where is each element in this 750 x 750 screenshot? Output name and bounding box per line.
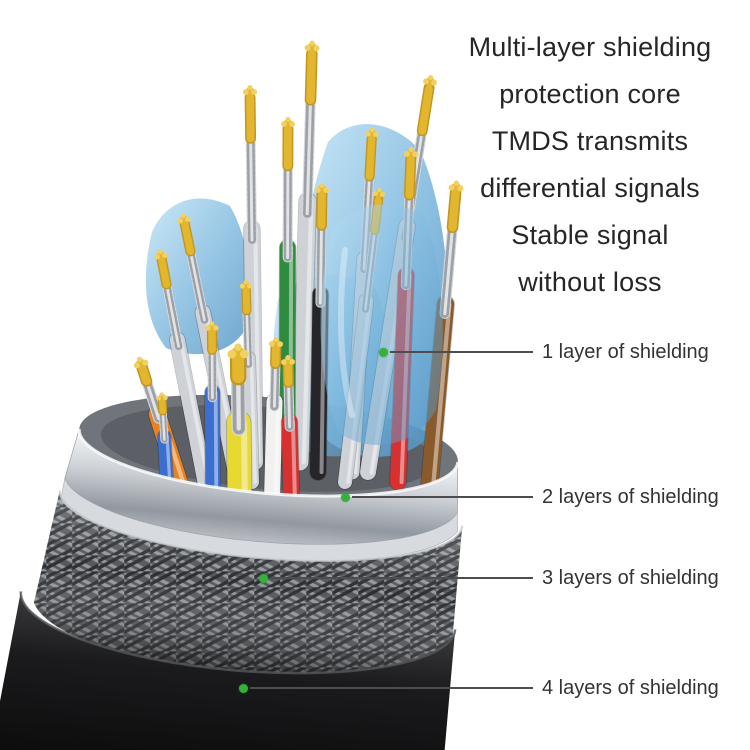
headline: Multi-layer shielding protection core TM… — [415, 24, 750, 306]
callout-leader-line — [390, 351, 533, 353]
headline-line: without loss — [518, 267, 662, 297]
callout-2-layers: 2 layers of shielding — [341, 483, 719, 511]
callout-3-layers: 3 layers of shielding — [259, 564, 719, 592]
callout-label: 4 layers of shielding — [542, 676, 719, 699]
headline-line: protection core — [499, 79, 681, 109]
callout-label: 3 layers of shielding — [542, 566, 719, 589]
callout-leader-line — [352, 496, 533, 498]
headline-line: TMDS transmits — [491, 126, 689, 156]
foil-shield-layer — [61, 428, 460, 562]
callout-label: 2 layers of shielding — [542, 485, 719, 508]
callout-leader-line — [270, 577, 533, 579]
callout-4-layers: 4 layers of shielding — [239, 674, 719, 702]
headline-line: differential signals — [480, 173, 700, 203]
callout-1-layer: 1 layer of shielding — [379, 338, 709, 366]
callout-marker-dot — [379, 347, 388, 357]
headline-line: Multi-layer shielding — [468, 32, 712, 62]
headline-line: Stable signal — [511, 220, 669, 250]
braid-shield-layer — [33, 490, 464, 677]
mylar-wrap-front — [320, 204, 443, 446]
callout-leader-line — [250, 687, 533, 689]
callout-marker-dot — [341, 492, 350, 502]
callout-marker-dot — [259, 573, 268, 583]
callout-marker-dot — [239, 683, 248, 693]
callout-label: 1 layer of shielding — [542, 340, 709, 363]
outer-jacket-layer — [0, 591, 457, 750]
